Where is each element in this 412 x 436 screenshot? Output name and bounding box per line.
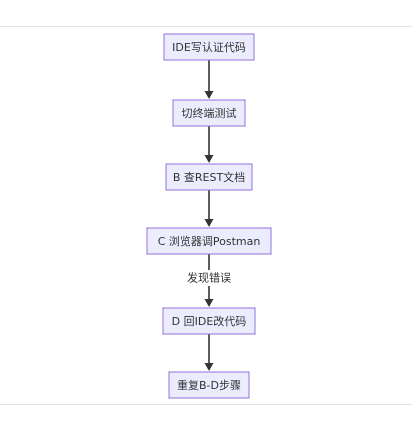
node-label: C 浏览器调Postman — [158, 234, 261, 248]
flow-node-check-rest-doc: B 查REST文档 — [165, 163, 253, 191]
node-label: D 回IDE改代码 — [172, 314, 247, 328]
edge-label-3: 发现错误 — [183, 270, 235, 286]
arrowhead — [204, 91, 214, 99]
arrowhead — [204, 219, 214, 227]
node-box — [172, 99, 246, 127]
edge-label-text: 发现错误 — [187, 271, 231, 285]
node-label: B 查REST文档 — [173, 170, 245, 184]
flow-node-ide-write: IDE写认证代码 — [163, 33, 255, 61]
top-divider — [0, 26, 412, 27]
node-box — [146, 227, 272, 255]
node-box — [163, 33, 255, 61]
node-label: 重复B-D步骤 — [177, 378, 241, 392]
node-box — [165, 163, 253, 191]
flow-node-repeat-bd: 重复B-D步骤 — [168, 371, 250, 399]
flow-edge-4 — [204, 334, 214, 371]
bottom-divider — [0, 404, 412, 405]
node-box — [168, 371, 250, 399]
flow-node-browser-postman: C 浏览器调Postman — [146, 227, 272, 255]
arrowhead — [204, 299, 214, 307]
node-box — [162, 307, 256, 335]
node-label: IDE写认证代码 — [172, 41, 246, 54]
arrowhead — [204, 155, 214, 163]
flow-edge-1 — [204, 126, 214, 163]
flow-edge-0 — [204, 60, 214, 99]
edge-label-bg — [183, 270, 235, 286]
flow-edge-2 — [204, 190, 214, 227]
flow-node-terminal-test: 切终端测试 — [172, 99, 246, 127]
flow-node-back-to-ide: D 回IDE改代码 — [162, 307, 256, 335]
node-label: 切终端测试 — [182, 106, 237, 120]
arrowhead — [204, 363, 214, 371]
edges-layer: 发现错误 — [183, 60, 235, 371]
